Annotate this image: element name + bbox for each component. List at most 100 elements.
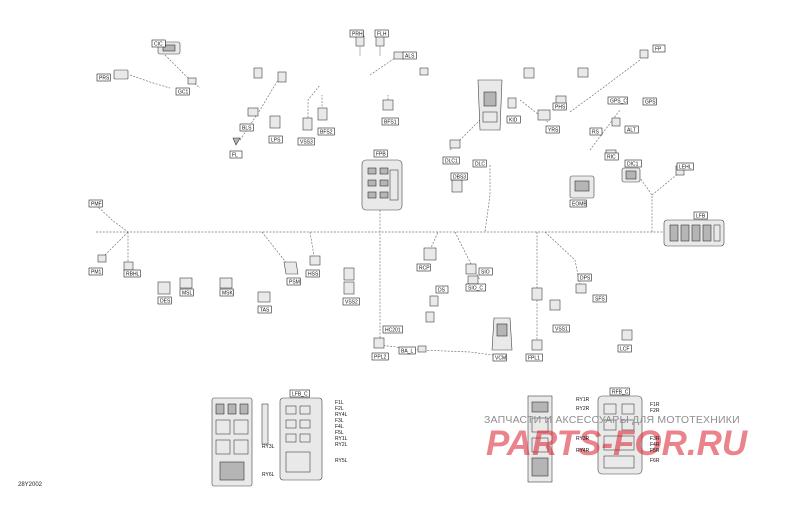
svg-text:VSS2: VSS2 [345,299,358,305]
label-pm1: PM1 [88,267,103,275]
dic1-cluster-icon [621,167,641,183]
yrs-branch-wire [519,99,549,123]
dlc1-connector-icon [449,139,461,149]
yrs-sensor-icon [523,67,551,121]
watermark-brand: PARTS-FOR.RU [486,424,748,463]
lower-branch-wire [379,344,501,357]
label-dic1: DIC1 [624,159,642,167]
kid-connector-icon [507,97,517,109]
label-prs: PRS [96,73,111,81]
des-sensor-icon [157,281,171,295]
label-pmf: PMF [88,199,103,207]
svg-text:BLS: BLS [242,125,252,131]
svg-text:BFS1: BFS1 [384,119,397,125]
fuse-label-right: RY1R [576,397,590,403]
svg-text:PPL2: PPL2 [374,354,386,360]
label-hc201: HC201 [382,325,403,333]
label-gps-c: GPS_C [607,96,628,104]
svg-text:RBHL: RBHL [126,271,140,277]
rcp-connector-icon [423,247,437,261]
svg-text:PRH: PRH [352,31,363,37]
label-vcm: VCM [492,353,507,361]
label-ric: RIC [604,152,619,160]
label-rs: RS [589,127,603,135]
fuse-panel-right-icon [527,395,553,483]
label-sfs: SFS [592,294,607,302]
svg-text:RCP: RCP [419,265,430,271]
svg-text:YRS: YRS [548,127,559,133]
svg-text:DLC: DLC [475,161,485,167]
label-lps: LPS [268,135,283,143]
svg-text:LFB: LFB [696,213,706,219]
lehl-branch-wire [651,171,681,196]
prs-sensor-icon [113,69,129,80]
fuse-label-right: F6R [650,458,660,464]
eomb-module-icon [569,175,595,199]
label-bfs2: BFS2 [317,127,335,135]
fuse-label-left: RY4L [335,412,348,418]
svg-text:GPS_C: GPS_C [610,98,627,104]
svg-text:SIO_C: SIO_C [468,285,483,291]
vss1-sensor-icon [531,287,561,311]
components [97,35,725,487]
label-alt: ALT [624,125,639,133]
pm1-branch-wire [97,231,129,263]
svg-text:GC1: GC1 [178,89,189,95]
label-als: ALS [402,51,417,59]
label-msk: MSK [219,288,234,296]
svg-text:MSK: MSK [222,290,234,296]
pm1-connector-icon [97,254,107,263]
label-lfb-c: LFB_C [289,389,310,397]
connector-icon [419,67,429,76]
sio-branch-wire [454,231,481,281]
lfb-up-wire [639,177,653,232]
label-vss2: VSS2 [342,297,360,305]
svg-text:BFS2: BFS2 [320,129,333,135]
label-vss3: VSS3 [297,137,315,145]
fuse-label-right: RY4R [576,448,590,454]
label-lehl: LEHL [676,162,694,170]
svg-text:FP: FP [655,46,662,52]
fpb-fuse-box-icon [361,159,403,211]
svg-text:PMF: PMF [91,201,102,207]
gc1-connector-icon [187,77,197,85]
svg-text:BA_L: BA_L [401,348,413,354]
psm-branch-wire [261,231,289,266]
diagram-code: 28Y2002 [18,482,43,488]
label-fpl1: FPL1 [525,353,543,361]
fuse-label-left: F2L [335,406,344,412]
label-dlc: DLC [472,159,487,167]
fuse-label-left: RY6L [262,472,275,478]
svg-text:DPS: DPS [580,275,591,281]
svg-text:CIC: CIC [154,41,163,47]
label-fp: FP [652,44,666,52]
lps-sensor-icon [269,71,287,129]
svg-text:ALS: ALS [405,53,415,59]
fuse-label-left: F5L [335,430,344,436]
svg-text:DS: DS [438,287,446,293]
alt-branch-wire [589,109,621,151]
svg-text:HC201: HC201 [385,327,401,333]
label-vss1: VSS1 [552,324,570,332]
label-flh: FLH [374,29,389,37]
label-ds: DS [435,285,449,293]
fuse-panel-left-icon [211,397,253,487]
label-des: DES [157,296,172,304]
label-bls: BLS [239,123,254,131]
svg-text:SFS: SFS [595,296,605,302]
vcm-module-icon [491,317,513,351]
tas-sensor-icon [257,291,271,303]
fuse-label-left: F3L [335,418,344,424]
vss3-sensor-icon [302,117,313,131]
watermark-tagline: ЗАПЧАСТИ И АКСЕССУАРЫ ДЛЯ МОТОТЕХНИКИ [484,414,740,426]
svg-text:DIC1: DIC1 [627,161,639,167]
svg-text:FL: FL [232,152,238,158]
label-ppl2: PPL2 [371,352,389,360]
svg-text:ALT: ALT [627,127,636,133]
svg-text:DES: DES [160,298,171,304]
fuse-relay-labels: F1LF2LRY4LF3LF4LF5LRY1LRY2LRY3LRY5LRY6LR… [262,397,660,478]
dlc-branch-wire [484,165,491,233]
label-lfb: LFB [693,211,708,219]
